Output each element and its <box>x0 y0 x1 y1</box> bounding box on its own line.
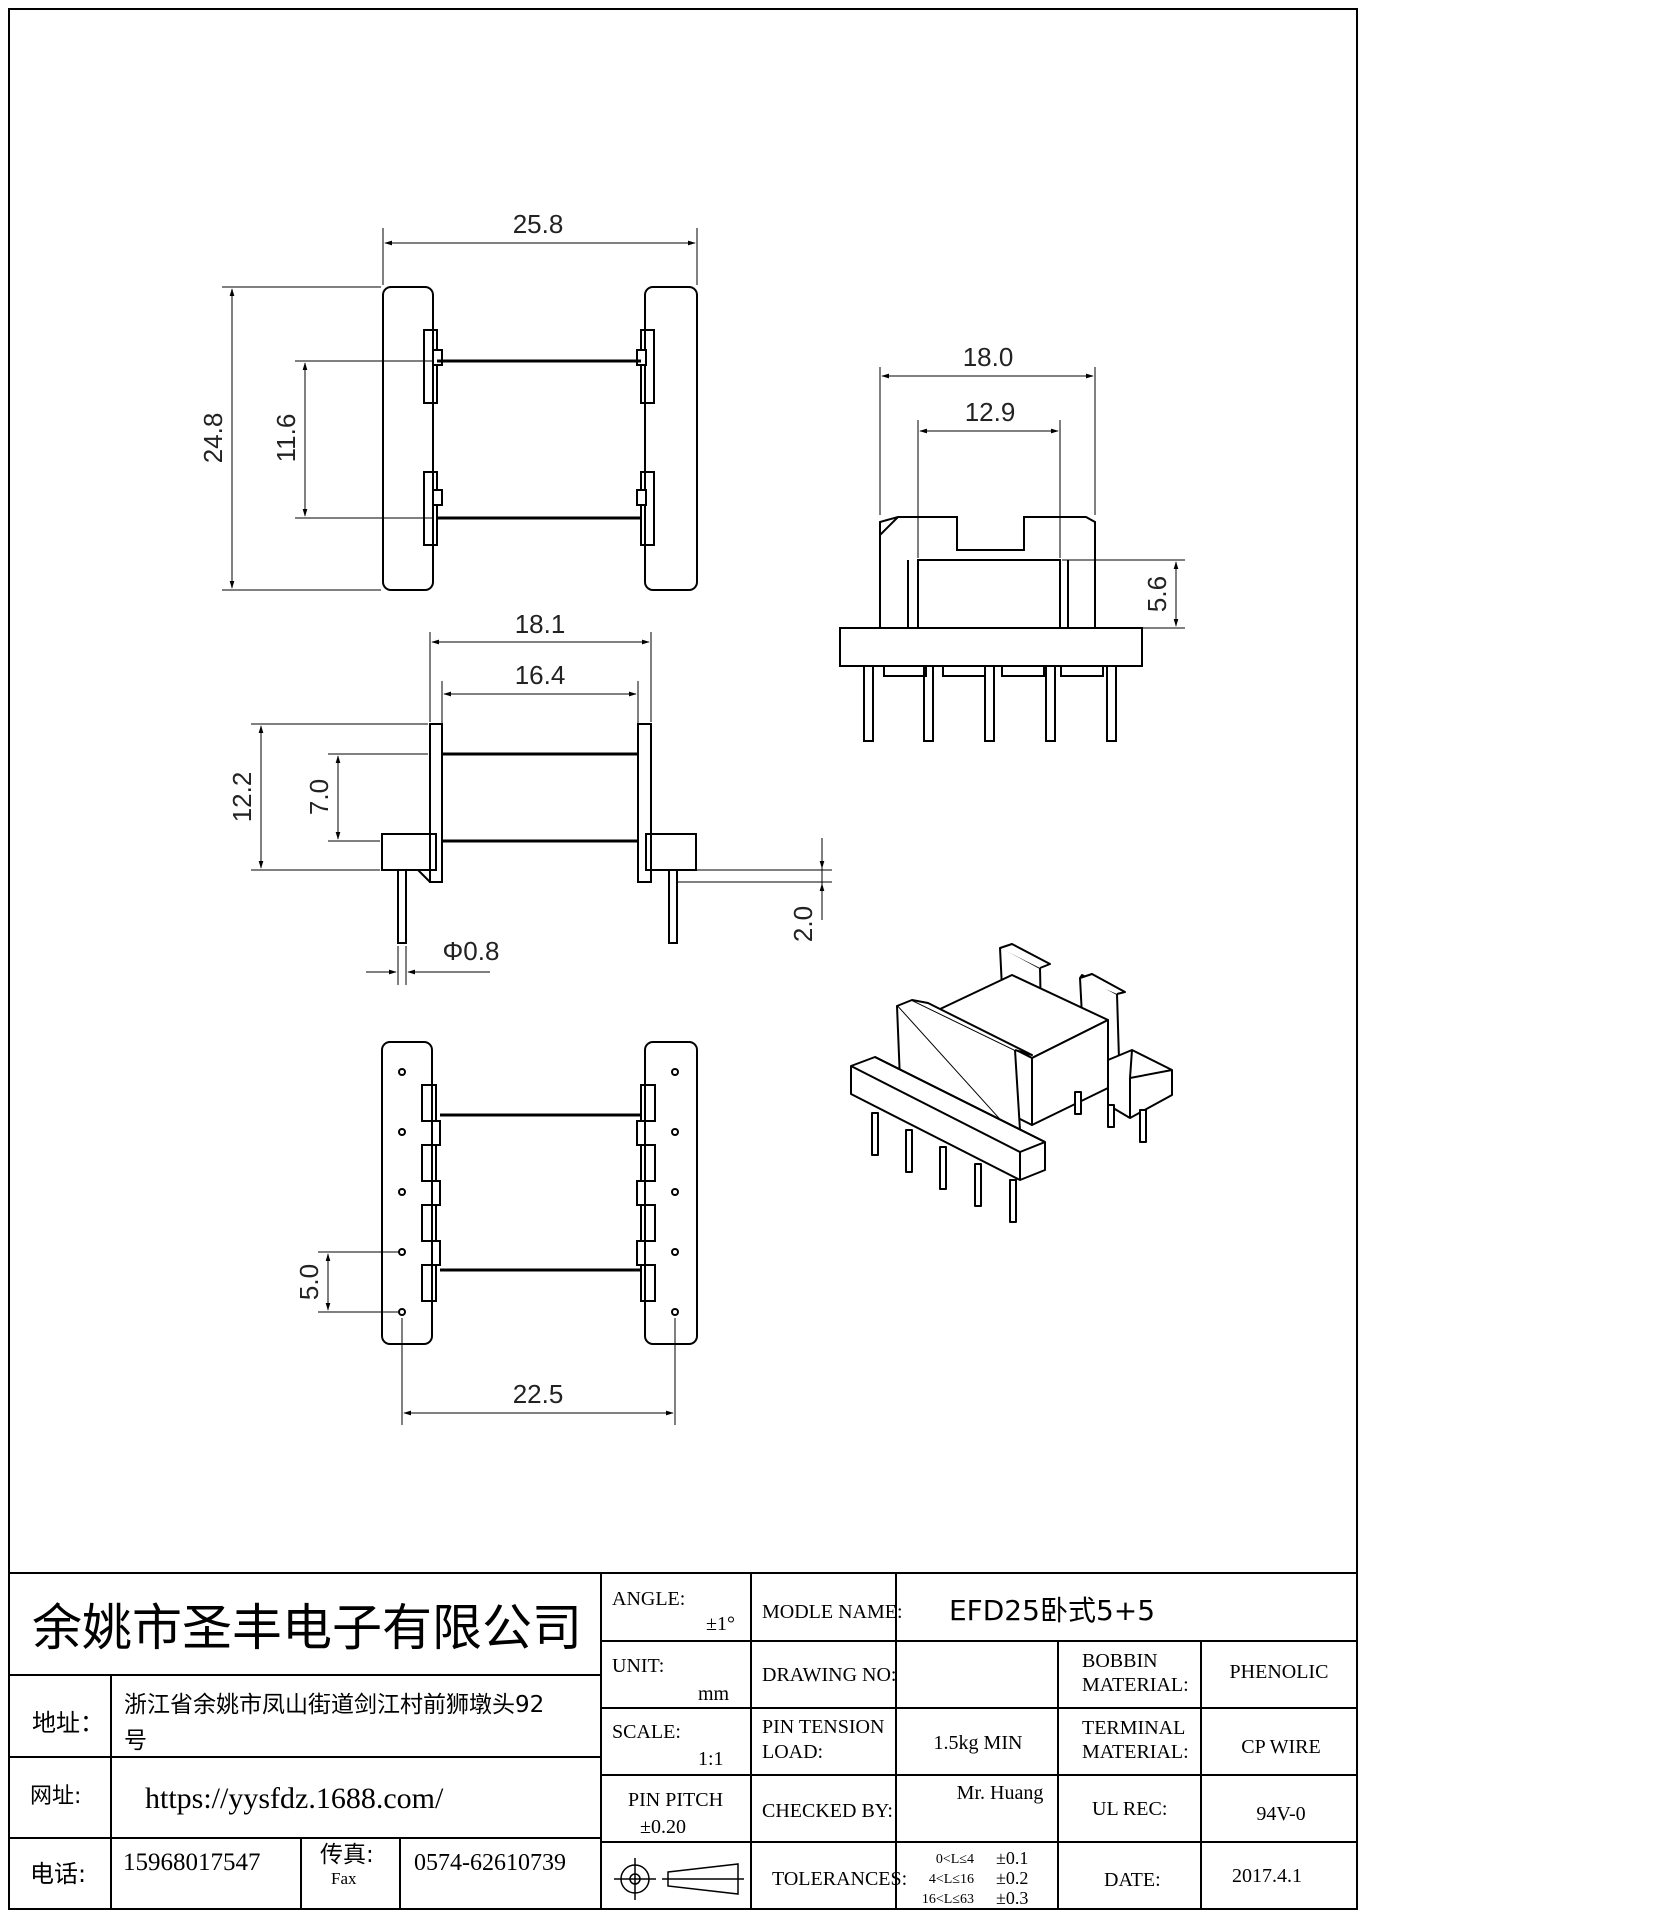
title-block-grid <box>9 1572 1357 1909</box>
unit-value: mm <box>698 1683 730 1705</box>
dim-front-slot: 5.6 <box>1142 576 1172 612</box>
address-line-2: 号 <box>124 1728 147 1754</box>
side-view-dims <box>251 632 832 985</box>
dim-front-inner: 12.9 <box>965 397 1016 427</box>
bottom-view <box>381 1041 698 1345</box>
dim-top-inner: 11.6 <box>271 414 301 463</box>
dim-top-width: 25.8 <box>513 209 564 239</box>
front-view <box>839 516 1143 742</box>
dim-side-outer: 18.1 <box>515 609 566 639</box>
terminal-material-label-1: TERMINAL <box>1082 1717 1185 1739</box>
projection-symbol-icon <box>614 1858 744 1900</box>
dim-side-inner: 16.4 <box>515 660 566 690</box>
terminal-material-label-2: MATERIAL: <box>1082 1741 1189 1763</box>
model-value: EFD25卧式5+5 <box>949 1594 1155 1627</box>
company-name: 余姚市圣丰电子有限公司 <box>32 1599 582 1657</box>
model-label: MODLE NAME: <box>762 1601 903 1623</box>
dim-pin-gap: 2.0 <box>788 906 818 942</box>
side-view <box>381 723 697 944</box>
sheet-border <box>8 8 1358 1910</box>
terminal-material-value: CP WIRE <box>1241 1736 1320 1758</box>
angle-label: ANGLE: <box>612 1588 685 1610</box>
scale-value: 1:1 <box>698 1748 724 1770</box>
dim-side-core: 7.0 <box>304 779 334 815</box>
date-value: 2017.4.1 <box>1232 1865 1302 1887</box>
phone-number: 15968017547 <box>123 1849 261 1876</box>
pin-pitch-value: ±0.20 <box>640 1816 686 1838</box>
bobbin-material-label-1: BOBBIN <box>1082 1650 1158 1672</box>
top-view <box>382 286 698 591</box>
tol-range-3: 16<L≤63 <box>922 1892 974 1907</box>
checked-by-value: Mr. Huang <box>957 1782 1044 1804</box>
drawing-no-label: DRAWING NO: <box>762 1664 897 1686</box>
tolerances-label: TOLERANCES: <box>772 1868 907 1890</box>
ul-rec-label: UL REC: <box>1092 1798 1167 1820</box>
isometric-view <box>850 943 1173 1223</box>
pin-pitch-label: PIN PITCH <box>628 1789 723 1811</box>
dim-front-outer: 18.0 <box>963 342 1014 372</box>
angle-value: ±1° <box>706 1613 735 1635</box>
dim-pin-span: 22.5 <box>513 1379 564 1409</box>
fax-number: 0574-62610739 <box>414 1850 566 1876</box>
checked-by-label: CHECKED BY: <box>762 1800 893 1822</box>
dim-side-height: 12.2 <box>227 772 257 823</box>
tol-value-1: ±0.1 <box>996 1848 1028 1868</box>
address-line-1: 浙江省余姚市凤山街道剑江村前狮墩头92 <box>124 1692 544 1718</box>
dim-top-height: 24.8 <box>198 413 228 464</box>
dim-pin-diameter: Φ0.8 <box>443 936 500 966</box>
pin-tension-value: 1.5kg MIN <box>934 1732 1023 1754</box>
tol-value-2: ±0.2 <box>996 1868 1028 1888</box>
tol-range-1: 0<L≤4 <box>936 1852 974 1867</box>
address-label: 地址： <box>32 1709 104 1737</box>
ul-rec-value: 94V-0 <box>1256 1803 1305 1825</box>
bobbin-material-value: PHENOLIC <box>1230 1661 1329 1683</box>
date-label: DATE: <box>1104 1869 1161 1891</box>
bottom-view-dims <box>318 1251 676 1425</box>
dim-pin-pitch: 5.0 <box>294 1264 324 1300</box>
scale-label: SCALE: <box>612 1721 681 1743</box>
web-label: 网址: <box>30 1784 81 1809</box>
phone-label: 电话: <box>30 1860 86 1888</box>
tol-range-2: 4<L≤16 <box>929 1872 974 1887</box>
fax-label: 传真: <box>320 1842 374 1868</box>
pin-tension-label-2: LOAD: <box>762 1741 823 1763</box>
top-view-dims <box>222 228 698 591</box>
fax-label-en: Fax <box>331 1869 357 1888</box>
pin-tension-label-1: PIN TENSION <box>762 1716 884 1738</box>
front-view-dims <box>879 367 1185 629</box>
web-url[interactable]: https://yysfdz.1688.com/ <box>145 1782 444 1815</box>
unit-label: UNIT: <box>612 1655 664 1677</box>
bobbin-material-label-2: MATERIAL: <box>1082 1674 1189 1696</box>
tol-value-3: ±0.3 <box>996 1888 1028 1908</box>
